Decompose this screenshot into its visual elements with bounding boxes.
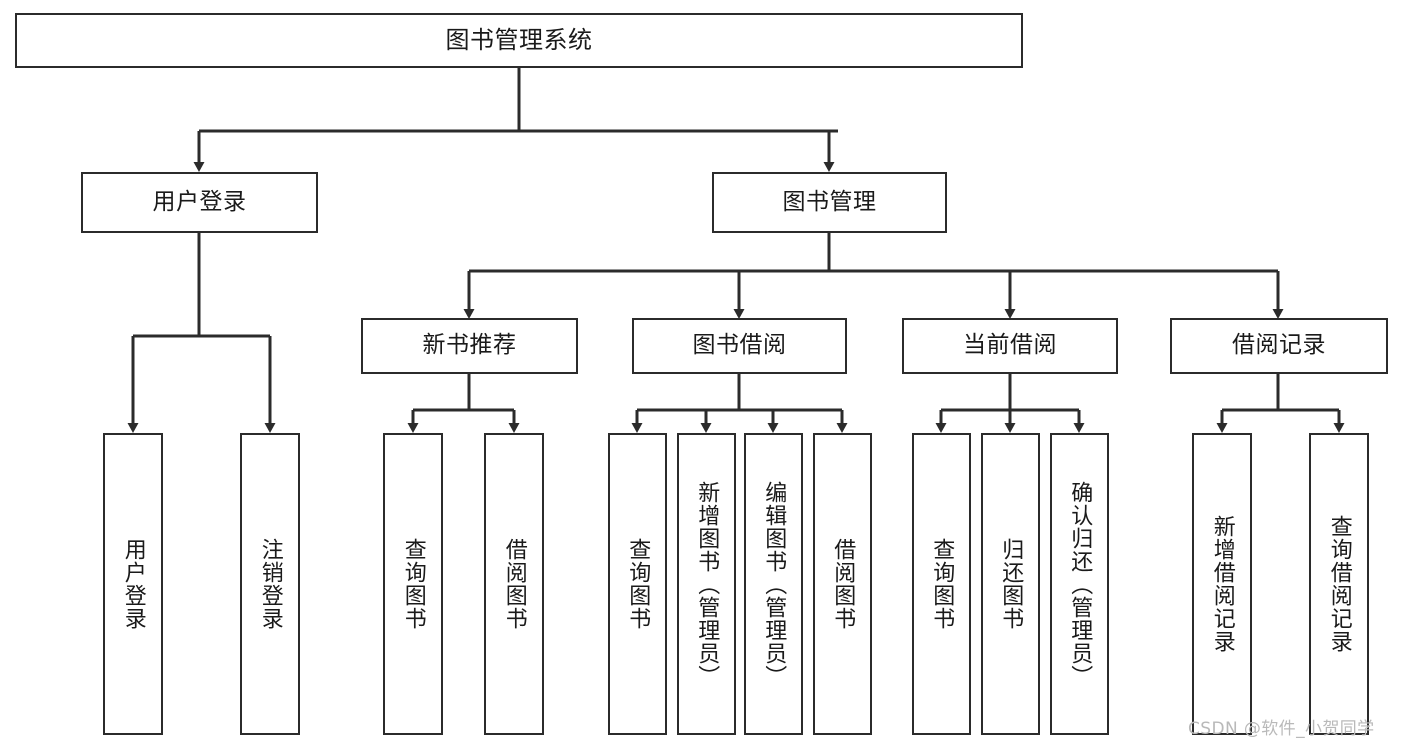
node-label: 图书管理	[782, 188, 877, 215]
node-label: 确认归还（管理员）	[1067, 480, 1093, 688]
node-label: 借阅记录	[1232, 332, 1326, 359]
leaf-user-login-signout[interactable]: 注销登录	[240, 433, 300, 735]
leaf-current-confirm-return[interactable]: 确认归还（管理员）	[1050, 433, 1109, 735]
leaf-borrow-query-book[interactable]: 查询图书	[608, 433, 667, 735]
csdn-watermark: CSDN @软件_小贺同学	[1188, 719, 1375, 739]
node-label: 图书借阅	[692, 332, 787, 359]
node-user-login[interactable]: 用户登录	[81, 172, 318, 233]
leaf-record-add-record[interactable]: 新增借阅记录	[1192, 433, 1252, 735]
node-label: 用户登录	[120, 538, 146, 630]
node-current-borrow[interactable]: 当前借阅	[902, 318, 1118, 374]
leaf-borrow-add-book[interactable]: 新增图书（管理员）	[677, 433, 736, 735]
leaf-borrow-borrow-book[interactable]: 借阅图书	[813, 433, 872, 735]
node-label: 借阅图书	[501, 538, 527, 630]
node-label: 新增借阅记录	[1209, 515, 1235, 653]
node-label: 借阅图书	[830, 538, 856, 630]
leaf-current-query-book[interactable]: 查询图书	[912, 433, 971, 735]
node-label: 查询图书	[929, 538, 955, 630]
node-label: 归还图书	[998, 538, 1024, 630]
node-label: 查询图书	[400, 538, 426, 630]
node-label: 用户登录	[152, 188, 247, 215]
node-label: 查询借阅记录	[1326, 515, 1352, 653]
leaf-borrow-edit-book[interactable]: 编辑图书（管理员）	[744, 433, 803, 735]
node-book-management[interactable]: 图书管理	[712, 172, 947, 233]
node-borrow-record[interactable]: 借阅记录	[1170, 318, 1388, 374]
node-book-borrow[interactable]: 图书借阅	[632, 318, 847, 374]
node-label: 新书推荐	[422, 332, 517, 359]
node-new-book-recommend[interactable]: 新书推荐	[361, 318, 578, 374]
node-label: 查询图书	[625, 538, 651, 630]
node-label: 注销登录	[257, 538, 283, 630]
node-label: 新增图书（管理员）	[694, 480, 720, 688]
node-root-system[interactable]: 图书管理系统	[15, 13, 1023, 68]
leaf-current-return-book[interactable]: 归还图书	[981, 433, 1040, 735]
leaf-recommend-borrow-book[interactable]: 借阅图书	[484, 433, 544, 735]
node-label: 编辑图书（管理员）	[761, 480, 787, 688]
leaf-user-login-signin[interactable]: 用户登录	[103, 433, 163, 735]
node-label: 当前借阅	[963, 332, 1057, 359]
leaf-record-query-record[interactable]: 查询借阅记录	[1309, 433, 1369, 735]
node-label: 图书管理系统	[445, 26, 593, 55]
leaf-recommend-query-book[interactable]: 查询图书	[383, 433, 443, 735]
